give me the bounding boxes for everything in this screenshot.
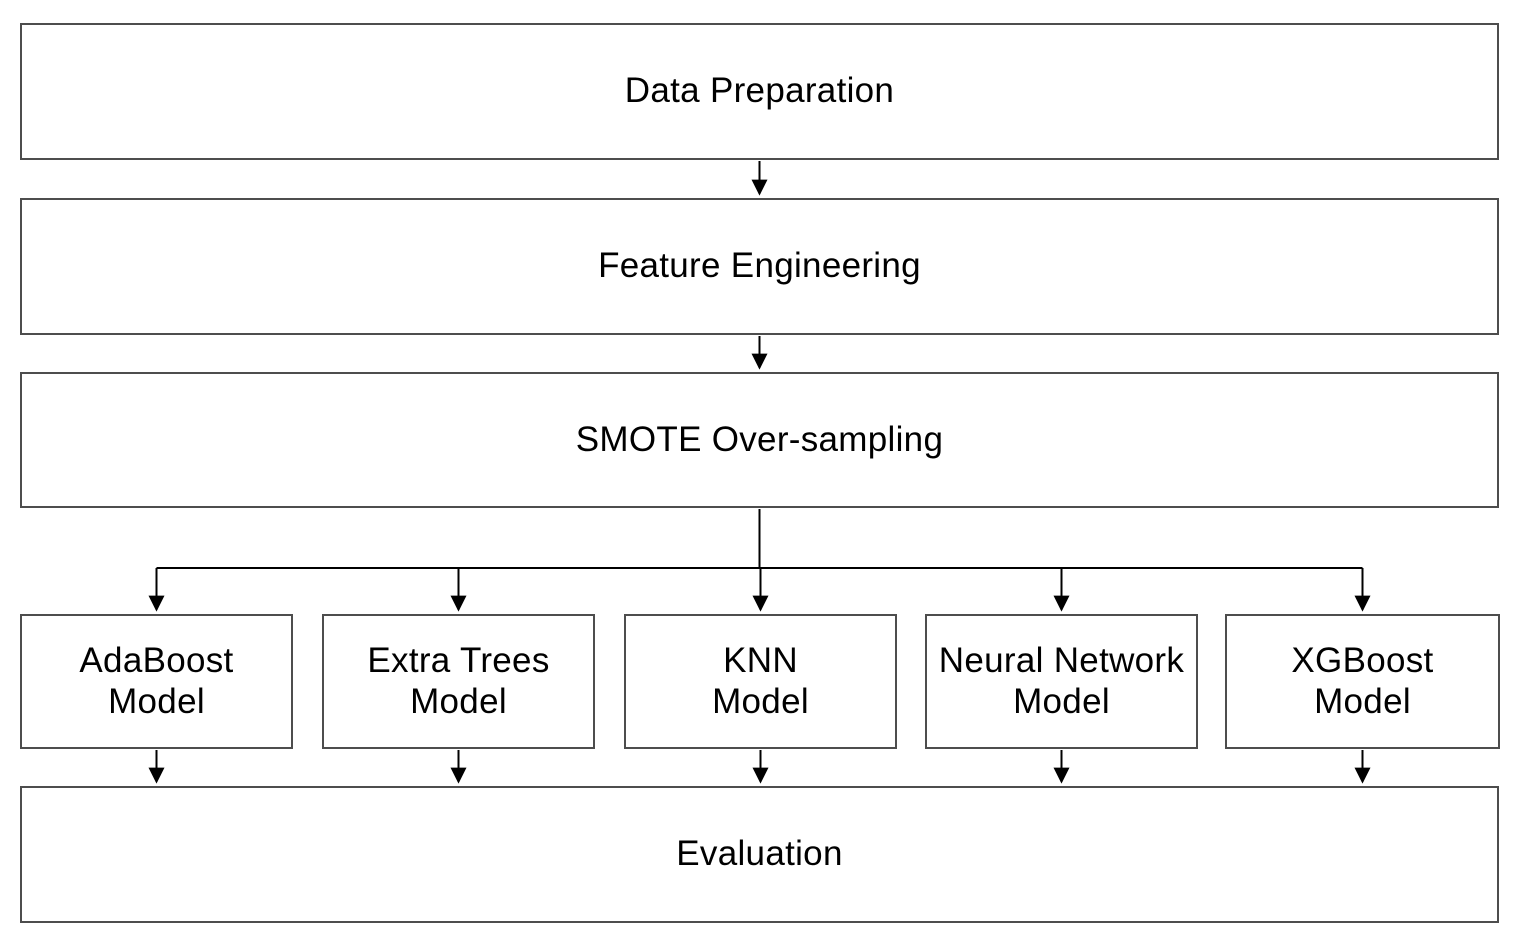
node-xgboost-model-label: XGBoost Model	[1291, 640, 1434, 721]
node-data-preparation: Data Preparation	[20, 23, 1499, 160]
node-adaboost-model: AdaBoost Model	[20, 614, 293, 749]
edge-smote-branch-bus	[156, 509, 1363, 569]
node-feature-engineering-label: Feature Engineering	[598, 246, 921, 286]
node-knn-model: KNN Model	[624, 614, 897, 749]
node-evaluation: Evaluation	[20, 786, 1499, 923]
node-data-preparation-label: Data Preparation	[624, 71, 895, 111]
node-adaboost-model-label: AdaBoost Model	[79, 640, 234, 721]
node-smote-oversampling-label: SMOTE Over-sampling	[575, 419, 944, 459]
node-smote-oversampling: SMOTE Over-sampling	[20, 372, 1499, 508]
node-extra-trees-model: Extra Trees Model	[322, 614, 595, 749]
node-neural-network-model: Neural Network Model	[925, 614, 1198, 749]
node-knn-model-label: KNN Model	[712, 640, 809, 721]
node-feature-engineering: Feature Engineering	[20, 198, 1499, 335]
node-extra-trees-model-label: Extra Trees Model	[367, 640, 550, 721]
node-neural-network-model-label: Neural Network Model	[938, 640, 1185, 721]
node-evaluation-label: Evaluation	[676, 834, 843, 874]
node-xgboost-model: XGBoost Model	[1225, 614, 1500, 749]
